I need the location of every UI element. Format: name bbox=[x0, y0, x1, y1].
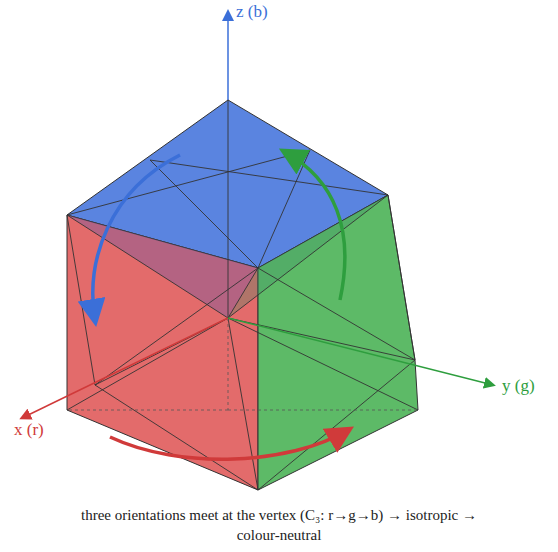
y-axis-label: y (g) bbox=[502, 376, 535, 396]
caption: three orientations meet at the vertex (C… bbox=[79, 505, 479, 545]
x-axis-label: x (r) bbox=[14, 420, 44, 440]
z-axis-label: z (b) bbox=[236, 2, 268, 22]
cube-illustration bbox=[0, 0, 558, 500]
